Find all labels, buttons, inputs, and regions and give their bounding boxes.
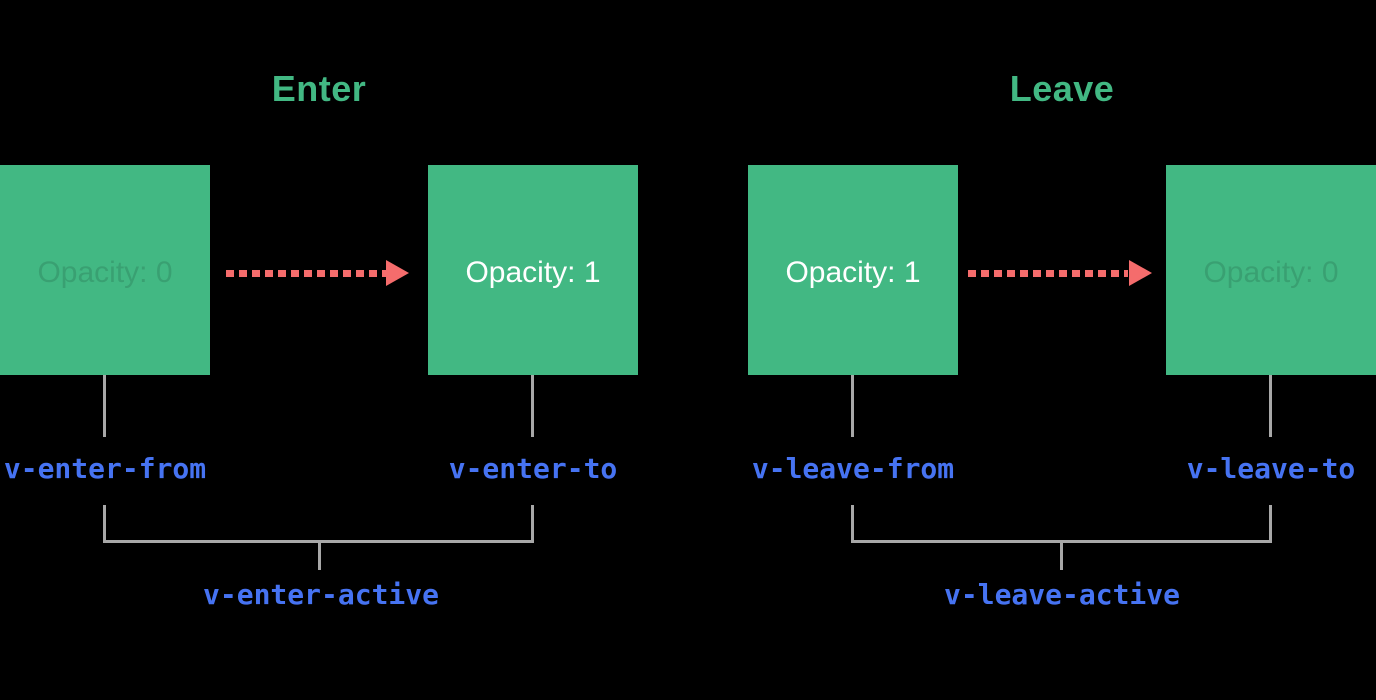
enter-bracket-left-line (103, 505, 106, 542)
enter-active-label: v-enter-active (202, 578, 440, 611)
enter-from-box-opacity-text: Opacity: 0 (37, 256, 173, 289)
enter-bracket-right-line (531, 505, 534, 542)
enter-to-box-opacity-text: Opacity: 1 (465, 256, 601, 289)
enter-title: Enter (271, 68, 367, 109)
leave-bracket-left-line (851, 505, 854, 542)
leave-from-connector-line (851, 375, 854, 437)
leave-bracket-bar (851, 540, 1272, 543)
leave-to-label: v-leave-to (1186, 452, 1356, 485)
enter-to-connector-line (531, 375, 534, 437)
enter-to-box: Opacity: 1 (428, 165, 638, 375)
enter-bracket-stem (318, 542, 321, 570)
enter-from-box: Opacity: 0 (0, 165, 210, 375)
enter-from-label: v-enter-from (3, 452, 207, 485)
enter-arrow-head (386, 260, 409, 286)
leave-to-connector-line (1269, 375, 1272, 437)
leave-from-label: v-leave-from (751, 452, 955, 485)
leave-from-box-opacity-text: Opacity: 1 (785, 256, 921, 289)
leave-active-label: v-leave-active (943, 578, 1181, 611)
leave-arrow-dashed-line (968, 270, 1128, 277)
leave-arrow-head (1129, 260, 1152, 286)
enter-bracket-bar (103, 540, 534, 543)
leave-to-box-opacity-text: Opacity: 0 (1203, 256, 1339, 289)
leave-bracket-right-line (1269, 505, 1272, 542)
leave-title: Leave (1009, 68, 1115, 109)
enter-from-connector-line (103, 375, 106, 437)
enter-arrow-dashed-line (226, 270, 386, 277)
leave-bracket-stem (1060, 542, 1063, 570)
leave-from-box: Opacity: 1 (748, 165, 958, 375)
leave-to-box: Opacity: 0 (1166, 165, 1376, 375)
enter-to-label: v-enter-to (448, 452, 618, 485)
